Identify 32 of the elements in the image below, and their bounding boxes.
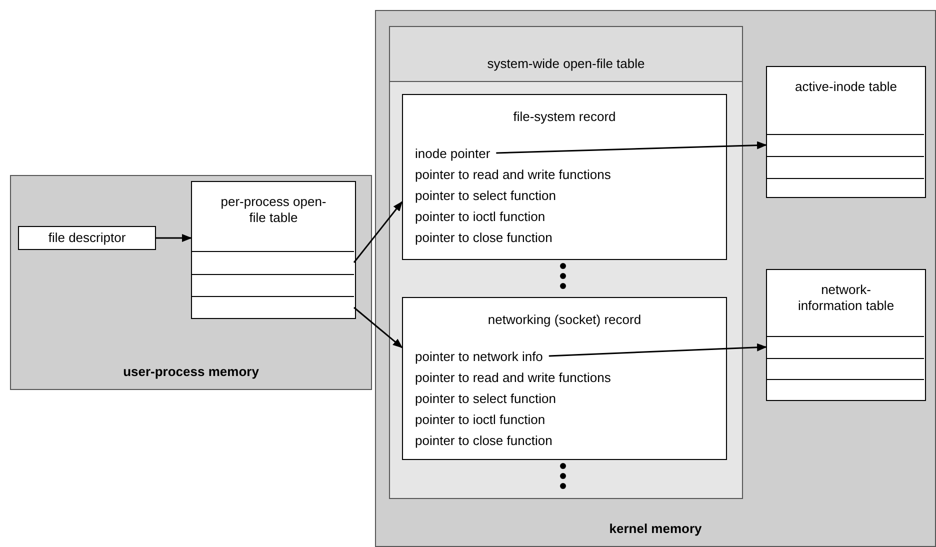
- region-label: kernel memory: [609, 520, 702, 538]
- table-box: [766, 66, 926, 198]
- field-label: pointer to close function: [415, 432, 552, 450]
- label-box: [18, 226, 156, 250]
- record-box: [402, 94, 727, 260]
- arrow: [156, 234, 192, 242]
- field-label: pointer to read and write functions: [415, 166, 611, 184]
- table-title: system-wide open-file table: [487, 54, 645, 73]
- open-file-table-panel: [389, 26, 743, 499]
- table-box: [191, 181, 356, 319]
- record-title: file-system record: [513, 108, 616, 126]
- field-label: pointer to ioctl function: [415, 208, 546, 226]
- field-label: pointer to select function: [415, 186, 556, 205]
- record-title: networking (socket) record: [488, 311, 642, 329]
- box-label: file descriptor: [48, 229, 126, 248]
- table-title: active-inode table: [795, 79, 897, 95]
- field-label: pointer to network info: [415, 346, 543, 366]
- field-label: pointer to ioctl function: [415, 410, 546, 429]
- field-label: inode pointer: [415, 142, 490, 164]
- arrow: [354, 306, 403, 348]
- region-label: user-process memory: [123, 362, 259, 381]
- arrow: [548, 343, 767, 357]
- field-label: pointer to select function: [415, 390, 556, 408]
- field-label: pointer to close function: [415, 228, 552, 247]
- memory-region: [375, 10, 936, 547]
- field-label: pointer to read and write functions: [415, 368, 611, 387]
- arrow: [496, 141, 767, 154]
- table-box: [766, 269, 926, 401]
- table-title: network-information table: [796, 282, 896, 314]
- memory-region: [10, 175, 372, 390]
- record-box: [402, 297, 727, 460]
- table-title: per-process open-file table: [220, 194, 327, 226]
